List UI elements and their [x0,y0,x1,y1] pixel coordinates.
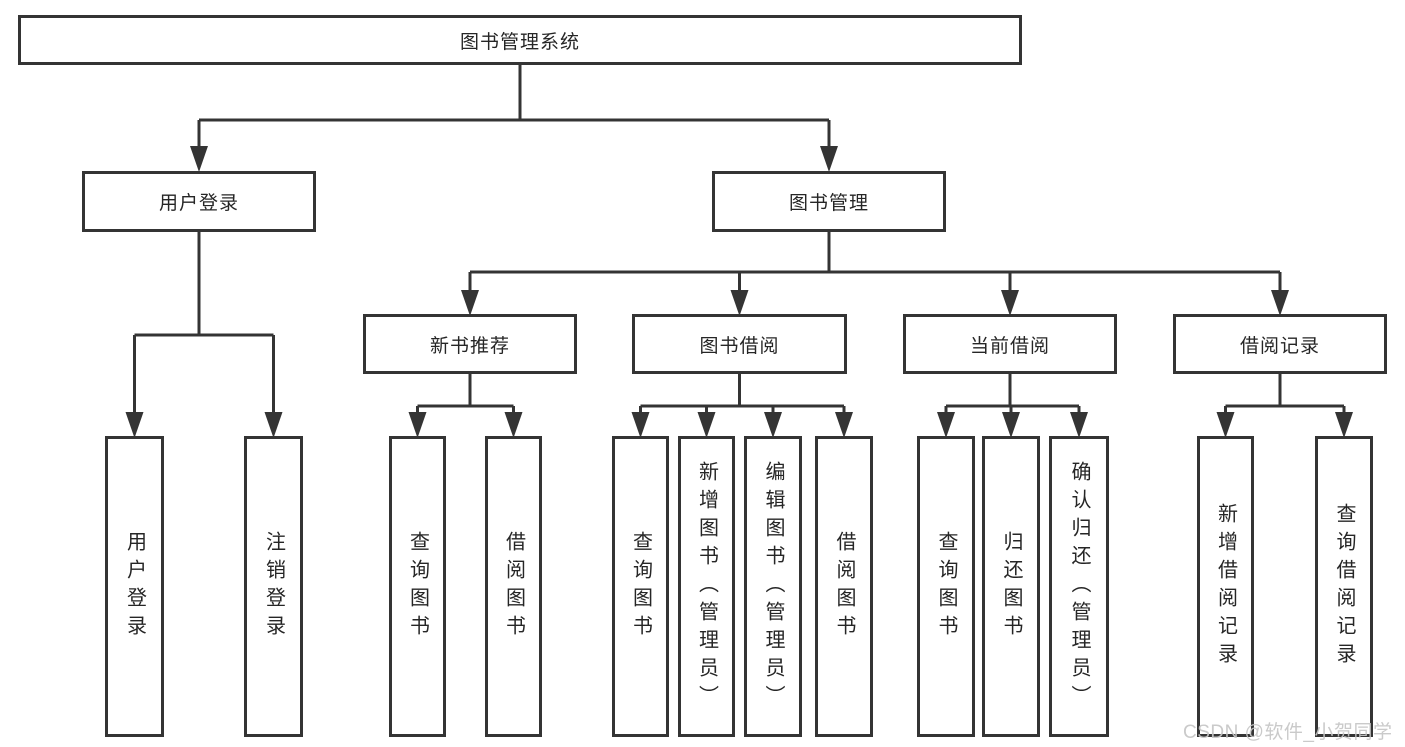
leaf-query-borrow-record-label: 查询借阅记录 [1333,502,1355,671]
leaf-return-book-label: 归还图书 [1000,530,1022,643]
connector-current-to-leaves [944,373,1081,416]
leaf-add-book-admin-label: 新增图书（管理员） [695,460,718,713]
connector-userlogin-to-leaves [133,231,275,415]
node-book-borrowing: 图书借阅 [632,314,847,374]
leaf-edit-book-admin: 编辑图书（管理员） [744,436,802,737]
leaf-query-books-3-label: 查询图书 [935,530,957,643]
leaf-borrow-books-1-label: 借阅图书 [502,530,525,643]
connector-bookmgmt-to-level3 [468,231,1282,294]
leaf-edit-book-admin-label: 编辑图书（管理员） [762,460,784,713]
leaf-query-books-1-label: 查询图书 [406,530,429,643]
leaf-query-books-2: 查询图书 [612,436,669,737]
connector-newbook-to-leaves [416,373,515,416]
leaf-query-books-2-label: 查询图书 [629,530,652,643]
leaf-query-books-1: 查询图书 [389,436,446,737]
connector-root-to-level2 [197,64,831,150]
leaf-confirm-return-admin: 确认归还（管理员） [1049,436,1109,737]
leaf-add-borrow-record: 新增借阅记录 [1197,436,1254,737]
leaf-confirm-return-admin-label: 确认归还（管理员） [1068,460,1090,713]
node-library-system: 图书管理系统 [18,15,1022,65]
leaf-add-borrow-record-label: 新增借阅记录 [1214,502,1237,671]
node-book-management: 图书管理 [712,171,946,232]
node-new-book-recommend: 新书推荐 [363,314,577,374]
leaf-user-login: 用户登录 [105,436,164,737]
leaf-user-login-label: 用户登录 [123,530,146,643]
leaf-query-borrow-record: 查询借阅记录 [1315,436,1373,737]
leaf-add-book-admin: 新增图书（管理员） [678,436,735,737]
node-current-borrowing: 当前借阅 [903,314,1117,374]
leaf-return-book: 归还图书 [982,436,1040,737]
leaf-logout: 注销登录 [244,436,303,737]
leaf-query-books-3: 查询图书 [917,436,975,737]
leaf-borrow-books-2: 借阅图书 [815,436,873,737]
leaf-borrow-books-1: 借阅图书 [485,436,542,737]
node-borrowing-records: 借阅记录 [1173,314,1387,374]
leaf-borrow-books-2-label: 借阅图书 [833,530,855,643]
leaf-logout-label: 注销登录 [262,530,285,643]
csdn-watermark: CSDN @软件_小贺同学 [1183,722,1393,743]
node-user-login-branch: 用户登录 [82,171,316,232]
connector-borrowing-to-leaves [639,373,846,416]
connector-records-to-leaves [1224,373,1346,416]
